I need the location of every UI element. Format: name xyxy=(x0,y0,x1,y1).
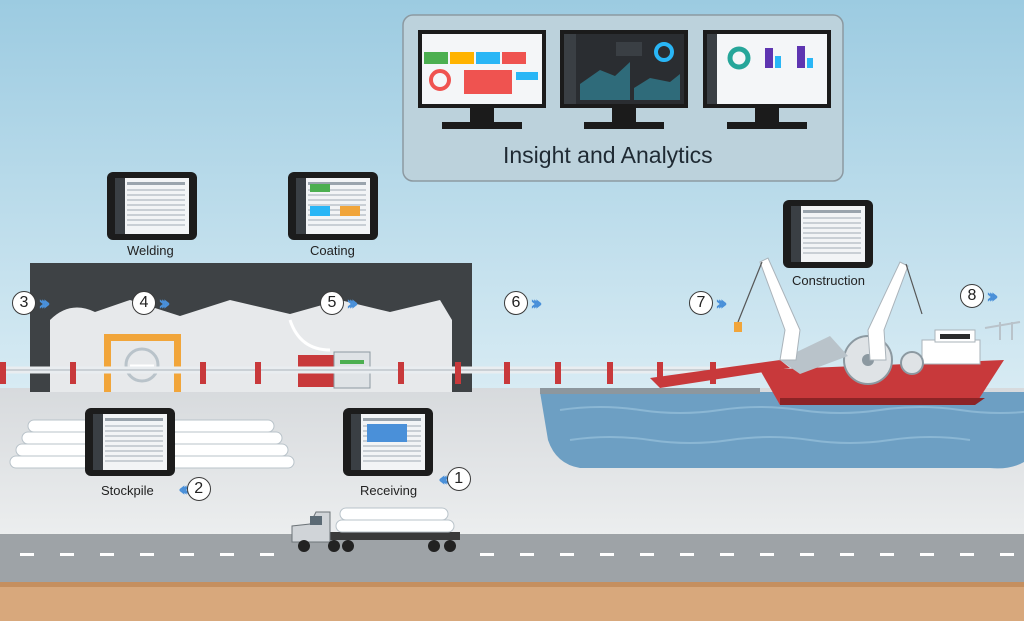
step-number: 8 xyxy=(960,284,984,308)
chevron-left-icon: ‹‹‹ xyxy=(178,477,191,501)
chevron-right-icon: ››› xyxy=(38,291,51,315)
stockpile-label: Stockpile xyxy=(101,483,154,498)
stinger xyxy=(650,360,790,388)
construction-label: Construction xyxy=(792,273,865,288)
step-marker-3: 3 ››› xyxy=(12,291,51,315)
step-number: 5 xyxy=(320,291,344,315)
tablet-icon xyxy=(783,200,873,268)
step-marker-1: 1 ‹‹‹ xyxy=(438,467,471,491)
welding-station-icon xyxy=(104,334,181,392)
step-number: 1 xyxy=(446,467,471,491)
chevron-right-icon: ››› xyxy=(346,291,359,315)
coating-label: Coating xyxy=(310,243,355,258)
road-edge xyxy=(0,582,1024,587)
step-number: 4 xyxy=(132,291,156,315)
step-marker-6: 6 ››› xyxy=(504,291,543,315)
crane-icon xyxy=(734,257,923,361)
water-wave xyxy=(559,406,1024,414)
monitor-icon xyxy=(418,30,546,129)
chevron-right-icon: ››› xyxy=(986,284,999,308)
chevron-right-icon: ››› xyxy=(715,291,728,315)
monitor-icon xyxy=(560,30,688,129)
tablet-icon xyxy=(288,172,378,240)
dock xyxy=(540,388,760,394)
road-lane-markings xyxy=(20,553,1014,556)
chevron-left-icon: ‹‹‹ xyxy=(438,467,451,491)
step-marker-4: 4 ››› xyxy=(132,291,171,315)
receiving-label: Receiving xyxy=(360,483,418,498)
chevron-right-icon: ››› xyxy=(530,291,543,315)
tablet-icon xyxy=(107,172,197,240)
step-marker-2: 2 ‹‹‹ xyxy=(178,477,211,501)
road xyxy=(0,534,1024,588)
truck-icon xyxy=(291,507,460,552)
step-marker-8: 8 ››› xyxy=(960,284,999,308)
water xyxy=(540,392,1024,469)
step-number: 3 xyxy=(12,291,36,315)
analytics-title: Insight and Analytics xyxy=(503,142,713,168)
water-wave xyxy=(569,436,971,444)
step-number: 2 xyxy=(186,477,211,501)
step-number: 7 xyxy=(689,291,713,315)
pipe-stack-icon xyxy=(9,419,295,469)
step-marker-7: 7 ››› xyxy=(689,291,728,315)
step-marker-5: 5 ››› xyxy=(320,291,359,315)
welding-label: Welding xyxy=(127,243,174,258)
tablet-icon xyxy=(85,408,175,476)
monitor-icon xyxy=(703,30,831,129)
chevron-right-icon: ››› xyxy=(158,291,171,315)
step-number: 6 xyxy=(504,291,528,315)
tablet-icon xyxy=(343,408,433,476)
dirt xyxy=(0,586,1024,621)
